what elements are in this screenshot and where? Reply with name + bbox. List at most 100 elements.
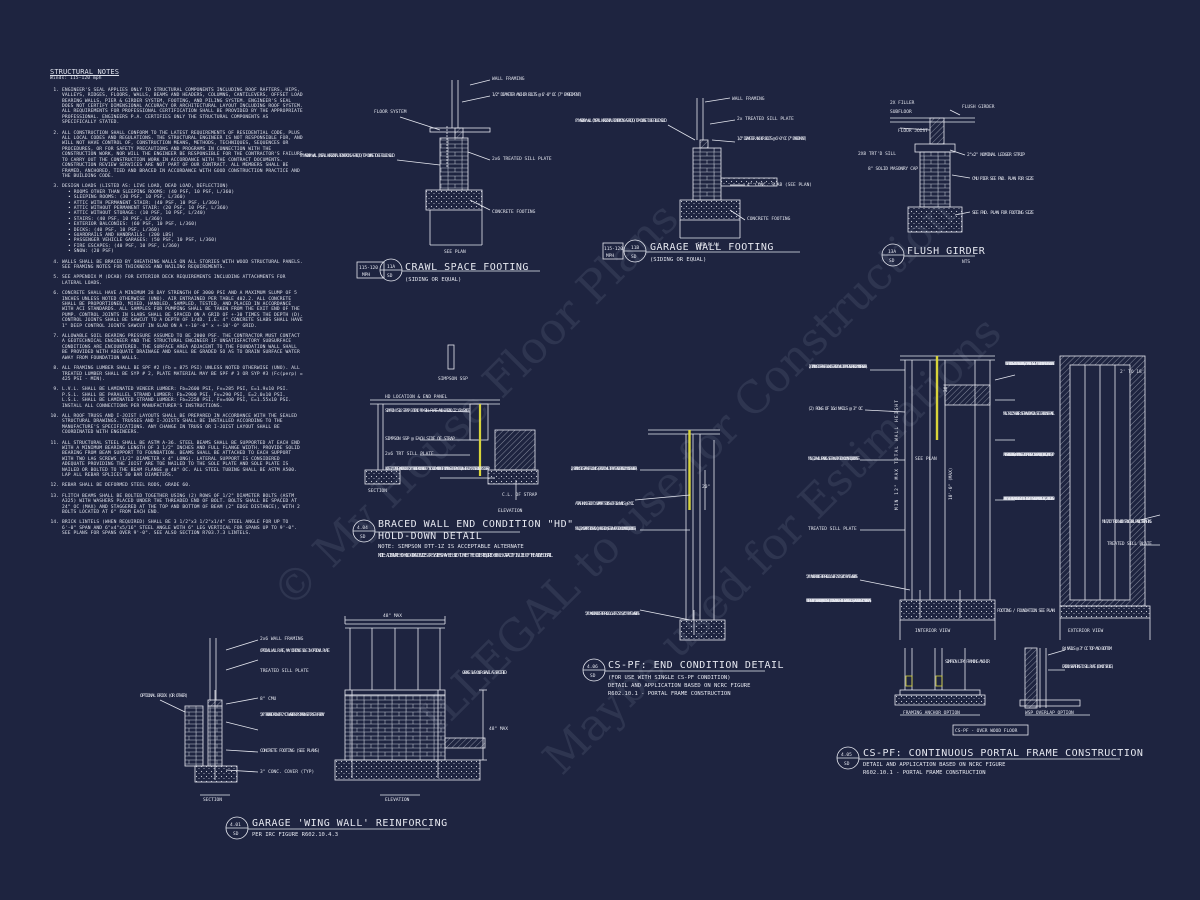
braced-tag-top: 4.04 <box>357 525 368 531</box>
flush-label: CMU PIER SEE FND. PLAN FOR SIZE <box>972 176 1034 182</box>
wing-label: 48" MAX <box>383 613 402 619</box>
portal-label: FASTEN SHEATHING TO HEADER W/ 8d COMMON … <box>1003 452 1055 458</box>
loads-list: ROOMS OTHER THAN SLEEPING ROOMS: (40 PSF… <box>62 190 305 255</box>
load-item: STAIRS: (40 PSF, 10 PSF, L/360) <box>68 217 305 222</box>
braced-label: SIMPSON SSP <box>438 376 468 382</box>
wing-label: 3" CONC. COVER (TYP) <box>260 769 314 775</box>
note-item: ALL FRAMING LUMBER SHALL BE SPF #2 (Fb =… <box>62 366 305 382</box>
crawl-label: CONCRETE FOOTING <box>492 209 536 215</box>
portal-label: FOOTING / FOUNDATION SEE PLAN <box>997 608 1055 614</box>
load-item: DECKS: (40 PSF, 10 PSF, L/360) <box>68 228 305 233</box>
portal-label: 5/8" ANCHOR BOLTS PER R403.1.6 WITH 2"x2… <box>806 574 858 580</box>
crawl-label: WALL FRAMING <box>492 76 525 82</box>
load-item: PASSENGER VEHICLE GARAGES: (50 PSF, 10 P… <box>68 238 305 243</box>
crawl-space-footing-detail <box>396 79 491 246</box>
wing-subtitle: PER IRC FIGURE R602.10.4.3 <box>252 832 338 838</box>
wing-label: OPTIONAL BRICK (OR OTHER) <box>140 693 188 699</box>
note-item: WALLS SHALL BE BRACED BY SHEATHING WALLS… <box>62 260 305 271</box>
cspf-end-tag-bottom: SD <box>590 673 596 679</box>
flush-tag-bottom: SD <box>889 258 895 264</box>
garage-subtitle: (SIDING OR EQUAL) <box>650 257 706 263</box>
wing-label: 8" CMU <box>260 696 277 702</box>
garage-title-block <box>602 239 800 263</box>
cspf-end-tag-top: 4.06 <box>587 664 598 670</box>
braced-title-2: HOLD-DOWN DETAIL <box>378 531 482 542</box>
wing-label: 2x6 WALL FRAMING <box>260 636 304 642</box>
wing-label: GARAGE SLAB OVER GRAVEL AS SPECIFIED <box>462 670 507 676</box>
wing-wall-elevation <box>334 616 487 796</box>
garage-label: CONCRETE FOOTING <box>747 216 791 222</box>
portal-label: WSP OVERLAP OPTION <box>1025 710 1074 716</box>
crawl-title-block <box>356 258 540 282</box>
flush-title: FLUSH GIRDER <box>907 246 986 257</box>
braced-label: HD LOCATION & END PANEL <box>385 394 448 400</box>
load-item: ROOMS OTHER THAN SLEEPING ROOMS: (40 PSF… <box>68 190 305 195</box>
crawl-tag-top: 11A <box>387 264 395 270</box>
braced-label: SECTION <box>368 488 387 494</box>
load-item: ATTIC WITHOUT STORAGE: (10 PSF, 10 PSF, … <box>68 211 305 216</box>
note-item: ENGINEER'S SEAL APPLIES ONLY TO STRUCTUR… <box>62 88 305 126</box>
braced-tag-bottom: SD <box>360 534 366 540</box>
portal-label: 2' TO 18' <box>1120 369 1144 375</box>
load-item: ATTIC WITH PERMANENT STAIR: (40 PSF, 10 … <box>68 201 305 206</box>
flush-girder-detail <box>890 109 975 233</box>
load-item: FIRE ESCAPES: (40 PSF, 10 PSF, L/360) <box>68 244 305 249</box>
portal-label: SEE PLAN <box>915 456 937 462</box>
cspf-end-label: (2) SIMPSON CS16 STRAP WITH 2x6 NAILS (E… <box>570 466 638 472</box>
portal-sub-2: R602.10.1 - PORTAL FRAME CONSTRUCTION <box>863 770 986 776</box>
wing-label: TREATED SILL PLATE <box>260 668 309 674</box>
note-item: ALL ROOF TRUSS AND I-JOIST LAYOUTS SHALL… <box>62 414 305 436</box>
note-item: REBAR SHALL BE DEFORMED STEEL RODS, GRAD… <box>62 483 305 488</box>
wing-label: SECTION <box>203 797 222 803</box>
flush-label: SEE FND. PLAN FOR FOOTING SIZE <box>972 210 1034 216</box>
flush-subtitle: NTS <box>962 259 970 265</box>
wing-title-block <box>225 816 430 840</box>
portal-label: MIN 7/16" THICK WOOD STRUCTURAL PANEL SH… <box>1102 519 1152 525</box>
wing-label: ELEVATION <box>385 797 410 803</box>
braced-note-1: NOTE: SIMPSON DTT-1Z IS ACCEPTABLE ALTER… <box>378 544 524 550</box>
load-item: ATTIC WITHOUT PERMANENT STAIR: (20 PSF, … <box>68 206 305 211</box>
garage-mph-bottom: MPH <box>606 253 614 259</box>
portal-label: MIN. 3"x11.25" HEADER. SEE PLAN FOR ACTU… <box>1003 411 1055 417</box>
portal-label: INTERIOR VIEW <box>915 628 951 634</box>
garage-mph-top: 115-120 <box>604 246 623 252</box>
cspf-end-title: CS-PF: END CONDITION DETAIL <box>608 660 784 671</box>
load-item: GUARDRAILS AND HANDRAILS: (200 LBS) <box>68 233 305 238</box>
note-item: FLITCH BEAMS SHALL BE BOLTED TOGETHER US… <box>62 494 305 516</box>
portal-label: MIN (2)2X WALL FRAMING. SEE PLAN FOR STU… <box>808 456 860 462</box>
load-item: EXTERIOR BALCONIES: (60 PSF, 10 PSF, L/3… <box>68 222 305 227</box>
cspf-end-label: 5/8" ANCHOR BOLTS PER R403.1.6 WITH 2"x2… <box>585 611 640 617</box>
cspf-end-sub-1: (FOR USE WITH SINGLE CS-PF CONDITION) <box>608 675 731 681</box>
flush-label: SUBFLOOR <box>890 109 912 115</box>
braced-label: LOCATE 1/2" DIAMETER ANCHOR BOLT OR 5/8"… <box>385 466 490 472</box>
portal-label: SIMPSON LTP4 FRAMING ANCHOR <box>945 659 990 665</box>
flush-label: FLUSH GIRDER <box>962 104 995 110</box>
note-item: BRICK LINTELS (WHEN REQUIRED) SHALL BE 3… <box>62 520 305 536</box>
note-item: ALLOWABLE SOIL BEARING PRESSURE ASSUMED … <box>62 334 305 361</box>
flush-label: 2"x2" NOMINAL LEDGER STRIP <box>967 152 1025 158</box>
flush-title-block <box>881 243 975 267</box>
crawl-label: FLOOR SYSTEM <box>374 109 407 115</box>
crawl-subtitle: (SIDING OR EQUAL) <box>405 277 461 283</box>
flush-label: FLOOR JOIST <box>898 128 928 134</box>
note-item-text: DESIGN LOADS (LISTED AS: LIVE LOAD, DEAD… <box>62 184 229 190</box>
portal-label: PANEL EDGES SHALL BE BLOCKED AND OCCUR W… <box>1003 496 1055 502</box>
wing-label: OPTIONAL WALL PLATE, MAY CONTINUE SOLE I… <box>260 648 330 654</box>
garage-label: 4" CONC. SLAB (SEE PLAN) <box>747 182 812 188</box>
garage-label: WALL FRAMING <box>732 96 765 102</box>
portal-label: (2) SIMPSON CS16 STRAP WITH 2x6 NAILS EX… <box>808 364 868 370</box>
garage-label: 2x TREATED SILL PLATE <box>737 116 794 122</box>
portal-label: (2) ROWS OF 16d NAILS @ 3" OC <box>808 406 863 412</box>
crawl-title: CRAWL SPACE FOOTING <box>405 262 529 273</box>
load-item: SNOW: (20 PSF) <box>68 249 305 254</box>
portal-title-block <box>836 724 1120 770</box>
braced-label: ELEVATION <box>498 508 523 514</box>
portal-exterior-view <box>1059 355 1161 640</box>
cspf-end-title-block <box>582 658 765 682</box>
flush-label: 2X FILLER <box>890 100 915 106</box>
braced-title-1: BRACED WALL END CONDITION "HD" <box>378 519 574 530</box>
garage-tag-bottom: SD <box>631 254 637 260</box>
cspf-end-detail <box>634 429 726 641</box>
crawl-tag-bottom: SD <box>387 273 393 279</box>
wing-title: GARAGE 'WING WALL' REINFORCING <box>252 818 448 829</box>
